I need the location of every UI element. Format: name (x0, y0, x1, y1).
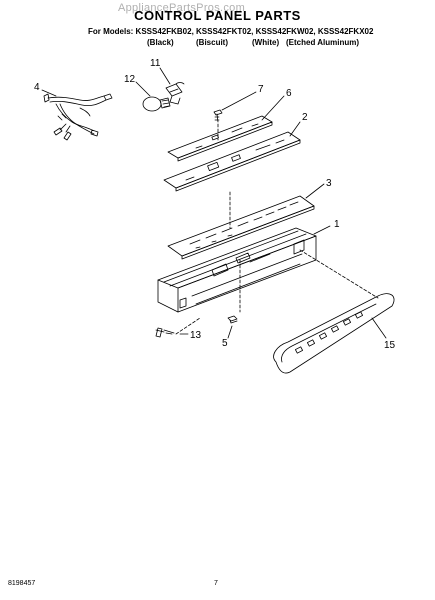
page-title: CONTROL PANEL PARTS (134, 8, 301, 23)
callout-15: 15 (384, 340, 396, 351)
alignment-lines (175, 123, 379, 335)
callout-7: 7 (258, 84, 264, 95)
callout-3: 3 (326, 178, 332, 189)
color-label-black: (Black) (147, 38, 174, 47)
callout-4: 4 (34, 82, 40, 93)
leader-lines (41, 67, 387, 339)
screw-part (213, 109, 223, 123)
mounting-screw-part (155, 327, 175, 338)
document-number: 8198457 (8, 580, 36, 587)
color-label-white: (White) (252, 38, 280, 47)
control-panel-trim-part (273, 293, 395, 374)
callout-6: 6 (286, 88, 292, 99)
callout-2: 2 (302, 112, 308, 123)
control-panel-housing-part (157, 227, 317, 313)
control-overlay-part (167, 195, 315, 260)
callout-12: 12 (124, 74, 136, 85)
callout-1: 1 (334, 219, 340, 230)
watermark: AppliancePartsPros.com (118, 2, 246, 14)
page-number: 7 (214, 580, 218, 587)
callout-13: 13 (190, 330, 202, 341)
color-label-etched: (Etched Aluminum) (286, 38, 360, 47)
wire-harness-part (43, 93, 113, 141)
callout-5: 5 (222, 338, 228, 349)
lamp-socket-part (165, 82, 185, 105)
models-line: For Models: KSSS42FKB02, KSSS42FKT02, KS… (88, 27, 374, 36)
callout-11: 11 (150, 58, 161, 69)
insulator-panel-part (163, 131, 301, 192)
clip-part (227, 315, 238, 324)
circuit-board-part (167, 115, 273, 162)
color-label-biscuit: (Biscuit) (196, 38, 228, 47)
lamp-bulb-part (142, 96, 171, 112)
